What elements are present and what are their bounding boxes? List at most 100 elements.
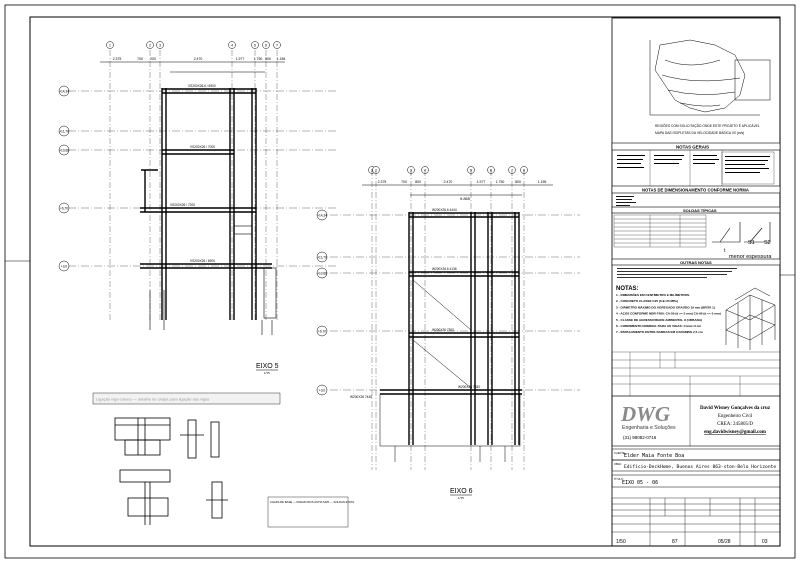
company-logo: DWG Engenharia e Soluções: [620, 402, 676, 431]
dim-text: 800: [515, 180, 521, 184]
level-bubble: [316, 267, 328, 279]
level-label: +11,70: [59, 129, 69, 133]
level-label: +3,0: [319, 388, 326, 392]
dim-text: 1.977: [236, 57, 245, 61]
dim-text: 1.977: [477, 180, 486, 184]
email: eng.davidwisney@gmail.com: [704, 430, 767, 435]
level-label: +6,70: [318, 329, 326, 333]
grid-bubble: [228, 41, 236, 49]
level-label: +11,70: [317, 255, 327, 259]
nota-item: 2 - CONCRETO CLASSE C25 (fck=25 MPa): [616, 299, 678, 303]
level-label: +14,34: [317, 213, 327, 217]
cliente: Elder Maia Fonte Boa: [624, 453, 684, 459]
nota-item: 4 - AÇOS CONFORME NBR-7480: CA-50 (d >= …: [616, 312, 721, 316]
e6-total: 9.865: [460, 196, 471, 201]
nota-item: 3 - DIÂMETRO MÁXIMO DO AGREGADO GRAÚDO 1…: [616, 304, 715, 309]
phone: (31) 98082-0716: [623, 435, 657, 440]
elevation-eixo6: 12345678 2.3757008002.4701.9771.7508001.…: [316, 166, 580, 500]
wind-isopleth-map: [649, 39, 771, 116]
dim-text: 800: [265, 57, 271, 61]
map-subcaption: MAPA DAS ISOPLETAS DA VELOCIDADE BÁSICA …: [655, 131, 744, 135]
dim-text: 800: [415, 180, 421, 184]
dim-text: 1.750: [496, 180, 505, 184]
svg-text:S1: S1: [748, 240, 755, 246]
nota-item: 7 - ESPAÇAMENTO ENTRE BARRAS EM CARAMBO …: [616, 330, 703, 334]
beam-label: W200X26 7300: [432, 328, 454, 332]
outras-notas: OUTRAS NOTAS: [680, 260, 712, 265]
detail-caption: Ligação viga-coluna — detalhe de chapa p…: [96, 397, 209, 402]
folha: 87: [672, 539, 678, 545]
data: 05/28: [718, 539, 731, 545]
grid-label: 6: [265, 44, 267, 48]
isometric-structure: [725, 287, 776, 350]
e5-title: EIXO 5: [256, 363, 279, 370]
dim-text: 1.750: [254, 57, 263, 61]
dim-text: 2.375: [378, 180, 387, 184]
beam-label: W200X26.6 4136: [432, 267, 457, 271]
titulo: EIXO 05 - 06: [622, 480, 658, 486]
soldas: SOLDAS TÍPICAS: [683, 208, 717, 213]
dim-text: 1.155: [538, 180, 547, 184]
grid-bubble: [262, 41, 270, 49]
dim-text: 700: [401, 180, 407, 184]
level-label: +6,70: [60, 206, 68, 210]
grid-label: 7: [276, 44, 278, 48]
engineer: David Wisney Gonçalves da cruz: [700, 406, 771, 411]
e6-title: EIXO 6: [450, 488, 473, 495]
role: Engenheiro Civil: [718, 414, 753, 419]
grid-label: 4: [231, 44, 233, 48]
obra: Edificio-DeckHome, Buenos Aires 863-ston…: [624, 464, 776, 470]
grid-bubble: [251, 41, 259, 49]
grid-label: 2: [149, 44, 151, 48]
level-label: +3,0: [61, 264, 68, 268]
notas-gerais: NOTAS GERAIS: [676, 145, 709, 150]
beam-label: VS200X26.6 / 6900: [188, 84, 216, 88]
svg-text:OBRA:: OBRA:: [614, 463, 622, 466]
level-bubble: [58, 260, 70, 272]
level-label: +10,68: [59, 148, 69, 152]
map-caption: REGIÕES COM SOLICITAÇÃO ONDE ESTE PROJET…: [655, 123, 760, 128]
level-label: +10,68: [317, 271, 327, 275]
title-block: REGIÕES COM SOLICITAÇÃO ONDE ESTE PROJET…: [611, 17, 781, 547]
e6-scale: 1/75: [458, 496, 464, 500]
small-notes: CHAPA DE BASE — PARAFUSOS ASTM A325 — SO…: [270, 500, 354, 504]
dim-text: 700: [137, 57, 143, 61]
svg-text:t: t: [724, 248, 726, 254]
notas-title: NOTAS:: [616, 286, 639, 292]
dim-text: 2.470: [194, 57, 203, 61]
level-bubble: [316, 209, 328, 221]
beam-label: VS200X26 / 6900: [190, 259, 215, 263]
dim-text: 200: [150, 57, 156, 61]
nota-item: 5 - CLASSE DE AGRESSIVIDADE AMBIENTAL II…: [616, 318, 702, 322]
notas-dim: NOTAS DE DIMENSIONAMENTO CONFORME NORMA: [642, 188, 749, 193]
connection-details: Ligação viga-coluna — detalhe de chapa p…: [92, 392, 354, 528]
level-bubble: [58, 85, 70, 97]
level-bubble: [316, 325, 328, 337]
dim-text: 2.470: [444, 180, 453, 184]
escala: 1/50: [616, 539, 626, 545]
beam-label: W200X26 7330: [458, 385, 480, 389]
grid-label: 3: [159, 44, 161, 48]
level-bubble: [58, 202, 70, 214]
svg-text:TÍTULO:: TÍTULO:: [614, 478, 624, 481]
grid-label: 1: [109, 44, 111, 48]
level-bubble: [316, 384, 328, 396]
grid-bubble: [106, 41, 114, 49]
svg-text:S2: S2: [764, 240, 771, 246]
grid-bubble: [146, 41, 154, 49]
svg-text:CLIENTE:: CLIENTE:: [614, 452, 626, 455]
grid-bubble: [273, 41, 281, 49]
dim-text: 1.155: [277, 57, 286, 61]
revisao: 03: [762, 539, 768, 545]
dim-text: 2.375: [113, 57, 122, 61]
company-sub: Engenharia e Soluções: [622, 425, 676, 431]
company: DWG: [620, 402, 670, 426]
grid-label: 5: [254, 44, 256, 48]
beam-label: VS200X26 / 7200: [170, 203, 195, 207]
beam-label: W200X26.6 4444: [432, 208, 457, 212]
e5-scale: 1/75: [264, 371, 270, 375]
level-bubble: [58, 125, 70, 137]
nota-item: 1 - DIMENSÕES EM CENTÍMETRO E MILÍMETROS…: [616, 292, 690, 297]
